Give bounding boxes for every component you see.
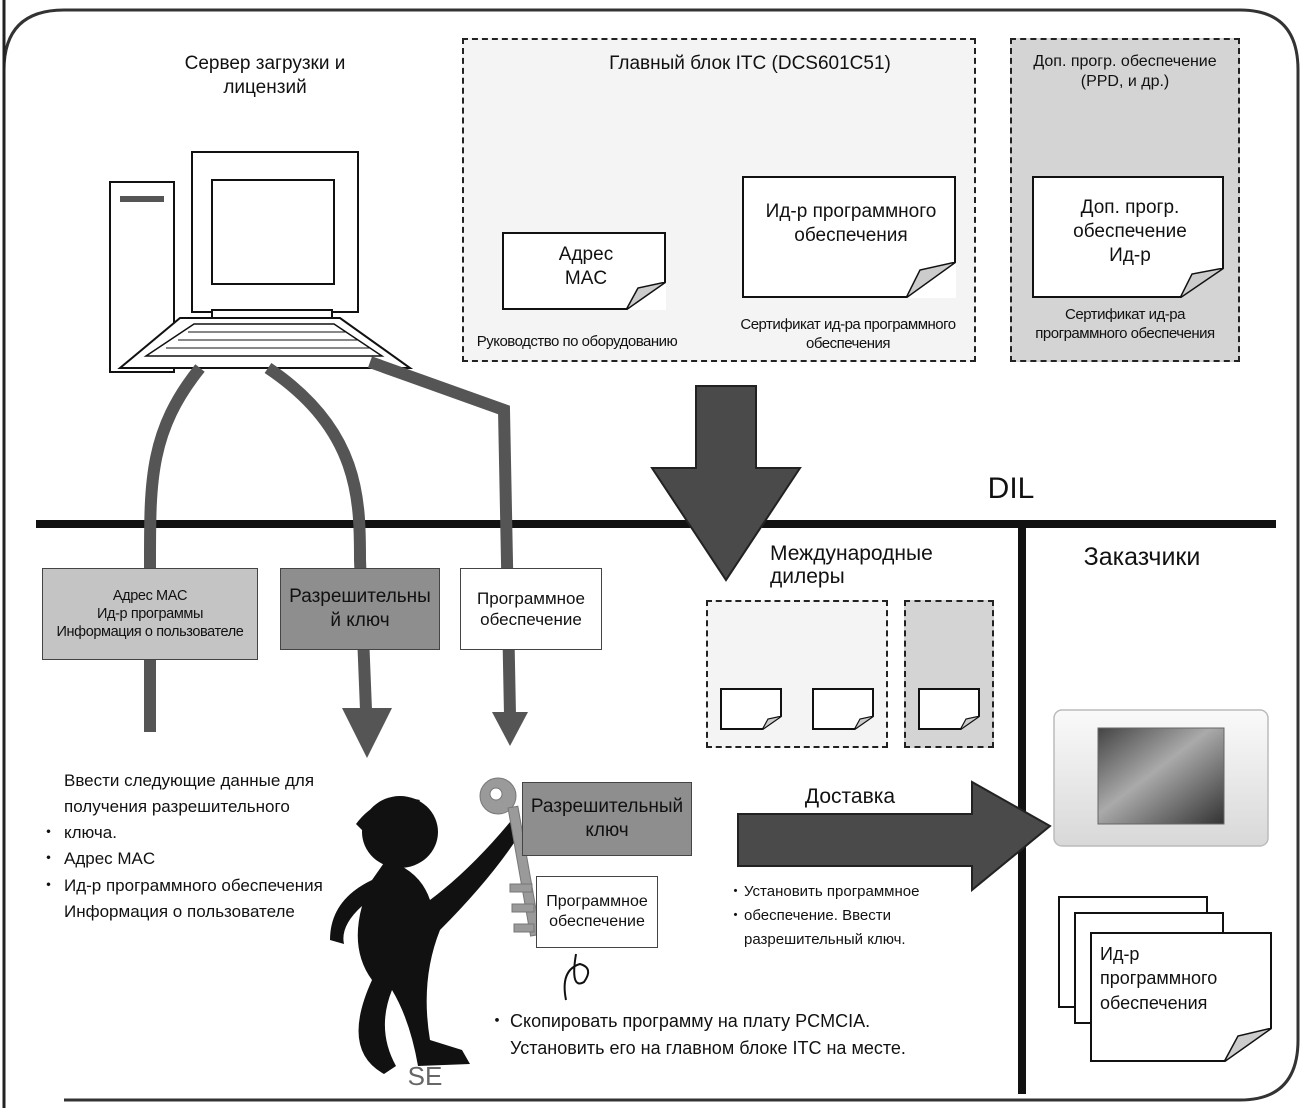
- big-down-arrow: [650, 385, 802, 582]
- install-note: ・Установить программное ・обеспечение. Вв…: [728, 880, 988, 952]
- addon-cert-label: Сертификат ид-ра программного обеспечени…: [1035, 306, 1215, 342]
- instructions-lead: Ввести следующие данные для получения ра…: [64, 771, 315, 816]
- license-key-flow-box: Разрешительны й ключ: [280, 568, 440, 650]
- install-line: ・обеспечение. Ввести: [728, 904, 988, 928]
- mac-doc-label: Адрес MAC: [558, 244, 614, 289]
- mac-doc: Адрес MAC: [502, 232, 666, 310]
- dil-label: DIL: [987, 472, 1035, 505]
- info-flow-box: Адрес MAC Ид-р программы Информация о по…: [42, 568, 258, 660]
- customers-label: Заказчики: [1083, 543, 1201, 571]
- sw-cert-label: Сертификат ид-ра программного обеспечени…: [740, 316, 956, 352]
- addon-doc-label: Доп. прогр. обеспечение Ид-р: [1073, 197, 1187, 266]
- software-flow-box: Программное обеспечение: [460, 568, 602, 650]
- dil-line: [36, 520, 1276, 528]
- key-icon: [479, 777, 542, 937]
- bullet-icon: ・: [488, 1011, 506, 1031]
- se-label: SE: [407, 1061, 443, 1091]
- dealers-label: Международные дилеры: [770, 542, 933, 589]
- hw-manual-label: Руководство по оборудованию: [476, 333, 678, 350]
- fold-corner: [762, 716, 782, 730]
- server-label: Сервер загрузки и лицензий: [184, 53, 346, 98]
- bullet-icon: ・: [40, 875, 57, 895]
- fold-corner: [854, 716, 874, 730]
- instructions-item: ・Ид-р программного обеспечения: [40, 873, 370, 899]
- instructions-item: ・ключа.: [40, 820, 370, 846]
- install-line: разрешительный ключ.: [744, 931, 906, 948]
- dealer-doc-1: [720, 688, 782, 730]
- fold-corner: [626, 282, 666, 310]
- sw-id-doc: Ид-р программного обеспечения: [742, 176, 956, 298]
- copy-note-text: Скопировать программу на плату PCMCIA. У…: [510, 1011, 906, 1058]
- customer-doc-label: Ид-р программного обеспечения: [1100, 944, 1218, 1013]
- se-software-box: Программное обеспечение: [536, 876, 658, 948]
- sw-id-doc-label: Ид-р программного обеспечения: [765, 201, 937, 246]
- bullet-icon: ・: [728, 883, 744, 900]
- arrow-head-software: [492, 712, 528, 746]
- install-line: ・Установить программное: [728, 880, 988, 904]
- pointer-curve: [563, 953, 590, 1001]
- bullet-icon: ・: [40, 823, 57, 842]
- addon-doc: Доп. прогр. обеспечение Ид-р: [1032, 176, 1224, 298]
- server-computer: [109, 151, 414, 373]
- delivery-label: Доставка: [804, 785, 896, 808]
- delivery-arrow: [737, 780, 1052, 893]
- fold-corner: [1224, 1028, 1272, 1062]
- customer-doc-front: Ид-р программного обеспечения: [1090, 932, 1272, 1062]
- se-license-key-box: Разрешительный ключ: [522, 782, 692, 856]
- customer-divider: [1018, 520, 1026, 1094]
- outer-frame: [2, 8, 1300, 1108]
- bullet-icon: ・: [728, 907, 744, 924]
- fold-corner: [1180, 268, 1224, 298]
- fold-corner: [906, 262, 956, 298]
- dealer-doc-2: [812, 688, 874, 730]
- fold-corner: [960, 716, 980, 730]
- bullet-icon: ・: [40, 849, 57, 869]
- itc-device-customers: [1053, 709, 1269, 847]
- instructions-extra: Информация о пользователе: [64, 902, 295, 922]
- arrow-head-key: [342, 708, 392, 758]
- addon-title: Доп. прогр. обеспечение (PPD, и др.): [1033, 53, 1217, 90]
- itc-main-title: Главный блок ITC (DCS601C51): [609, 53, 891, 74]
- instructions-item: ・Адрес MAC: [40, 846, 370, 872]
- copy-note: ・ Скопировать программу на плату PCMCIA.…: [488, 1008, 968, 1062]
- se-person: [330, 796, 520, 1074]
- dealer-doc-3: [918, 688, 980, 730]
- cables: [144, 356, 516, 732]
- instructions-list: ・ключа. ・Адрес MAC ・Ид-р программного об…: [40, 820, 370, 925]
